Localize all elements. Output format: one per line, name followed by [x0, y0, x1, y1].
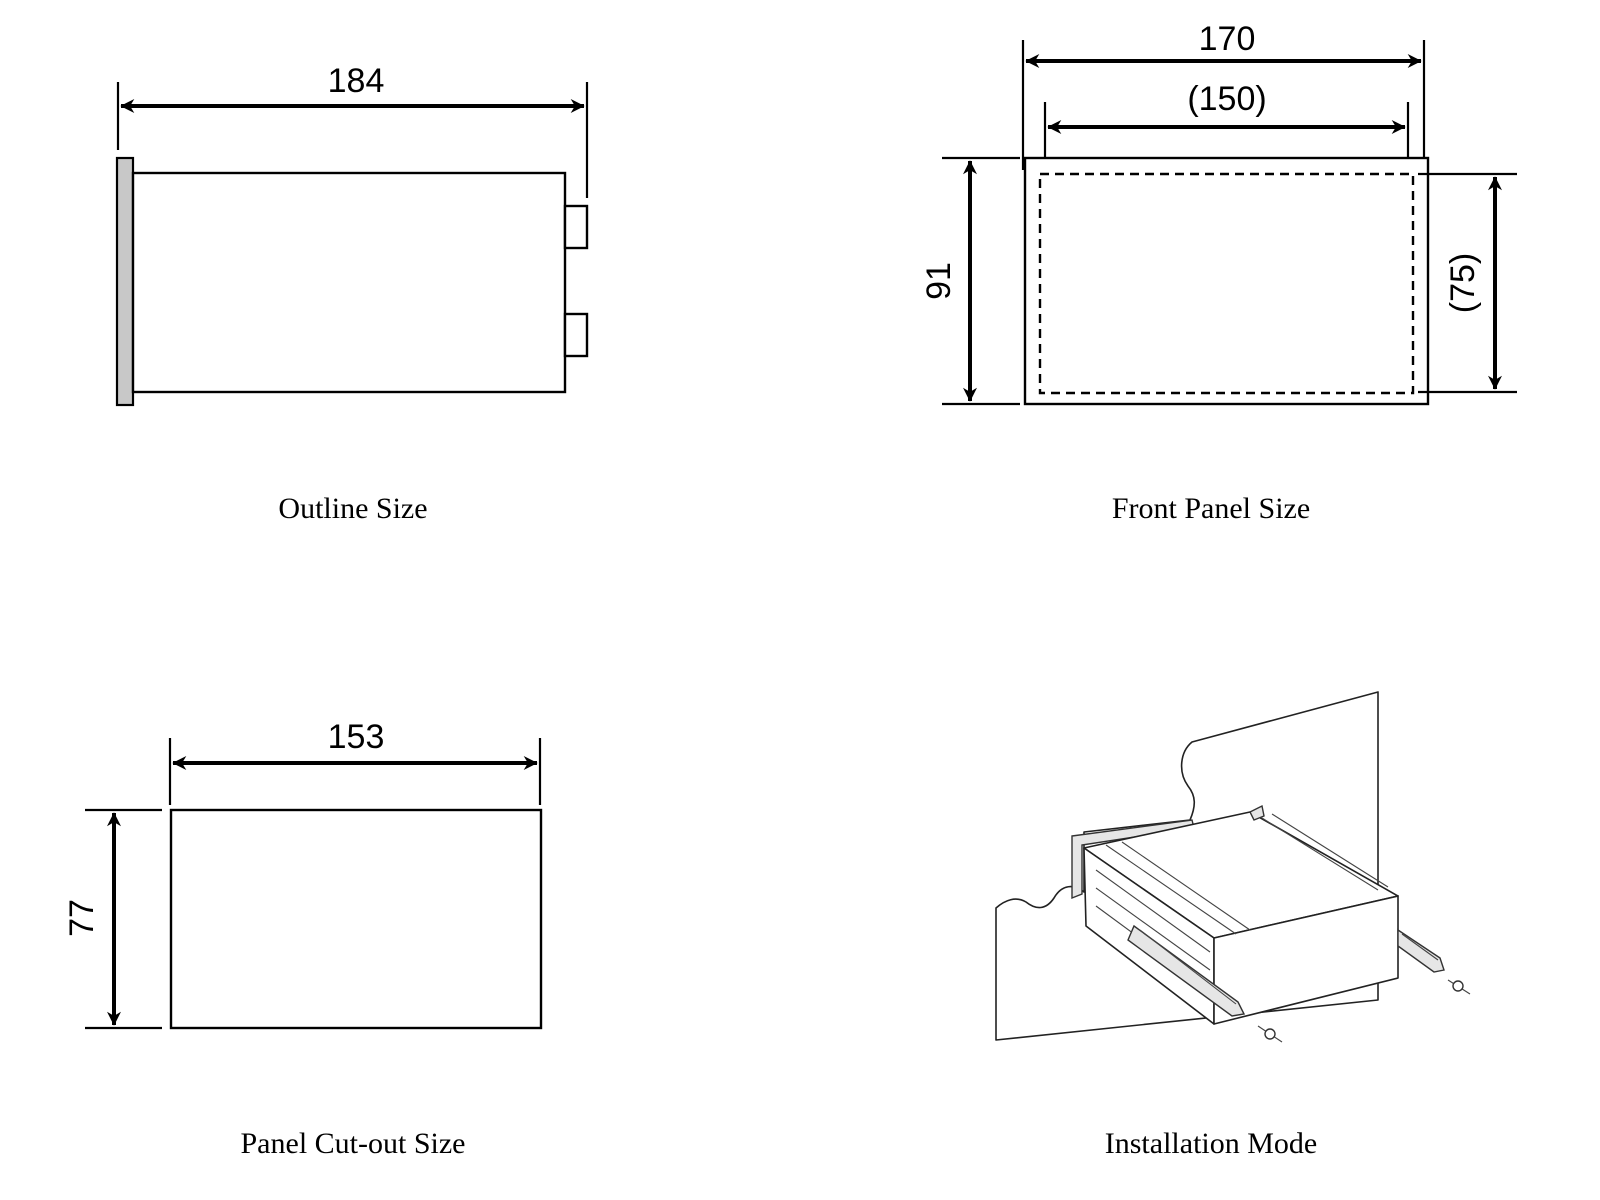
mounting-bracket-left [1127, 924, 1246, 1017]
installation-caption: Installation Mode [1105, 1127, 1317, 1160]
housing-rib-line [1261, 817, 1379, 891]
cutout-caption: Panel Cut-out Size [241, 1127, 466, 1160]
outline-body [131, 171, 567, 394]
housing-side-rib [1095, 887, 1211, 971]
outline-front-bezel [115, 156, 135, 407]
housing-rib-line [1105, 844, 1237, 935]
housing-side-rib [1095, 869, 1211, 953]
front-panel-display-area [1038, 172, 1415, 395]
front-panel-caption: Front Panel Size [1112, 492, 1310, 525]
front-outer-height-label: 91 [920, 262, 958, 300]
cutout-outline [169, 808, 543, 1030]
outline-caption: Outline Size [278, 492, 427, 525]
housing-rib-line [1271, 813, 1389, 888]
mounting-screw-icon [1257, 1025, 1283, 1043]
front-bezel-frame [1071, 819, 1195, 900]
panel-cutout-size-view: 153 77 Panel Cut-out Size [63, 718, 543, 1160]
housing-rear-rim [1249, 804, 1265, 821]
front-panel-outline [1023, 156, 1430, 406]
installation-mode-illustration: Installation Mode [995, 691, 1471, 1160]
front-inner-width-label: (150) [1187, 80, 1266, 118]
front-panel-size-view: 170 (150) 91 (75) Front Panel Size [920, 20, 1517, 525]
mounting-bracket-right [1397, 928, 1445, 973]
front-outer-width-label: 170 [1199, 20, 1256, 58]
cutout-width-label: 153 [328, 718, 385, 756]
cutout-height-label: 77 [63, 899, 101, 937]
housing-rib-line [1121, 841, 1251, 931]
outline-terminal-upper [563, 204, 589, 250]
bracket-rail [1401, 933, 1439, 961]
outline-size-view: 184 Outline Size [115, 62, 589, 525]
outline-terminal-lower [563, 312, 589, 358]
mounting-screw-icon [1447, 979, 1471, 995]
bracket-rail [1139, 929, 1237, 1005]
outline-width-label: 184 [328, 62, 385, 100]
front-inner-height-label: (75) [1444, 253, 1482, 313]
